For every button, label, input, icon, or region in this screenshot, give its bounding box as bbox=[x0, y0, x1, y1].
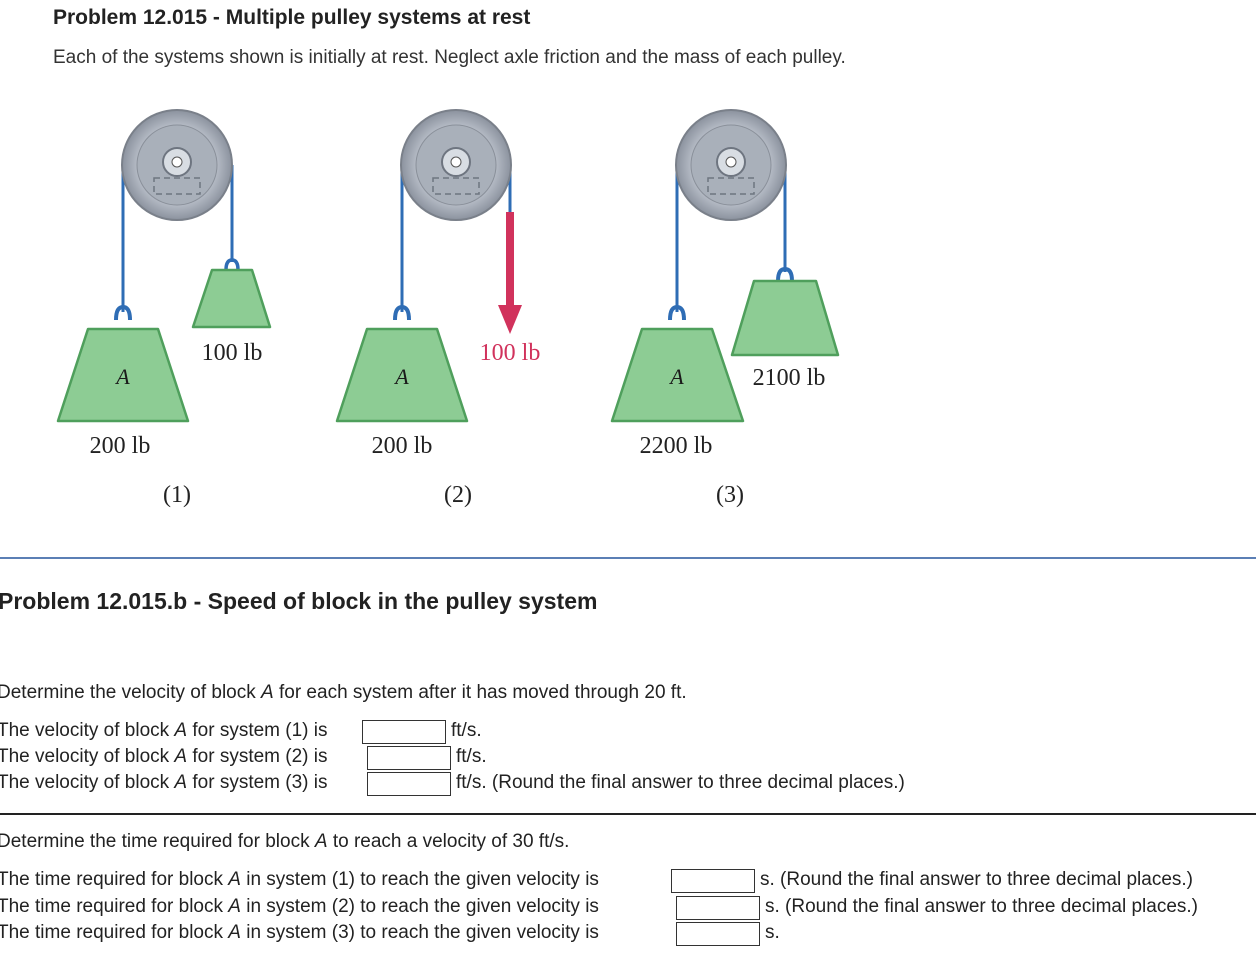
pulley-3 bbox=[675, 109, 787, 221]
velocity-row-2-unit: ft/s. bbox=[456, 746, 487, 767]
pulley-1 bbox=[121, 109, 233, 221]
time-row-1-unit: s. (Round the final answer to three deci… bbox=[760, 869, 1193, 890]
block-a-weight-3: 2200 lb bbox=[640, 433, 713, 459]
time-row-3-unit: s. bbox=[765, 922, 780, 943]
system-label-3: (3) bbox=[716, 482, 744, 508]
velocity-input-3[interactable] bbox=[367, 772, 451, 796]
system-2: 100 lb A 200 lb (2) bbox=[335, 109, 541, 508]
hanging-block-weight-1: 100 lb bbox=[202, 340, 263, 366]
part-divider bbox=[0, 813, 1256, 815]
force-arrow-2 bbox=[498, 212, 522, 334]
time-input-1[interactable] bbox=[671, 869, 755, 893]
section-divider bbox=[0, 557, 1256, 559]
time-row-2-label: The time required for block A in system … bbox=[0, 896, 599, 917]
time-row-1-label: The time required for block A in system … bbox=[0, 869, 599, 890]
hanging-block-3 bbox=[730, 279, 840, 357]
time-input-2[interactable] bbox=[676, 896, 760, 920]
time-input-3[interactable] bbox=[676, 922, 760, 946]
problem-title: Problem 12.015 - Multiple pulley systems… bbox=[53, 6, 531, 29]
block-a-label-1: A bbox=[114, 364, 130, 389]
system-3: A 2100 lb 2200 lb (3) bbox=[610, 109, 840, 508]
system-label-2: (2) bbox=[444, 482, 472, 508]
system-1: A 100 lb 200 lb (1) bbox=[56, 109, 272, 508]
system-label-1: (1) bbox=[163, 482, 191, 508]
hanging-block-weight-3: 2100 lb bbox=[753, 365, 826, 391]
velocity-row-1-label: The velocity of block A for system (1) i… bbox=[0, 720, 328, 741]
block-a-label-2: A bbox=[393, 364, 409, 389]
block-a-label-3: A bbox=[668, 364, 684, 389]
velocity-input-2[interactable] bbox=[367, 746, 451, 770]
part-b-prompt: Determine the velocity of block A for ea… bbox=[0, 682, 687, 703]
block-a-weight-1: 200 lb bbox=[90, 433, 151, 459]
velocity-row-1-unit: ft/s. bbox=[451, 720, 482, 741]
problem-intro: Each of the systems shown is initially a… bbox=[53, 47, 846, 68]
block-a-1 bbox=[56, 327, 190, 423]
velocity-input-1[interactable] bbox=[362, 720, 446, 744]
block-a-2 bbox=[335, 327, 469, 423]
time-row-2-unit: s. (Round the final answer to three deci… bbox=[765, 896, 1198, 917]
velocity-row-2-label: The velocity of block A for system (2) i… bbox=[0, 746, 328, 767]
force-label-2: 100 lb bbox=[480, 340, 541, 366]
block-a-weight-2: 200 lb bbox=[372, 433, 433, 459]
part-b-title: Problem 12.015.b - Speed of block in the… bbox=[0, 588, 598, 614]
time-row-3-label: The time required for block A in system … bbox=[0, 922, 599, 943]
velocity-row-3-unit: ft/s. (Round the final answer to three d… bbox=[456, 772, 905, 793]
block-a-3 bbox=[610, 327, 745, 423]
velocity-row-3-label: The velocity of block A for system (3) i… bbox=[0, 772, 328, 793]
pulley-2 bbox=[400, 109, 512, 221]
pulley-systems-figure: A 100 lb 200 lb (1) 100 lb A 200 lb (2) bbox=[56, 109, 840, 508]
part-c-prompt: Determine the time required for block A … bbox=[0, 831, 570, 852]
hanging-block-1 bbox=[191, 268, 272, 329]
